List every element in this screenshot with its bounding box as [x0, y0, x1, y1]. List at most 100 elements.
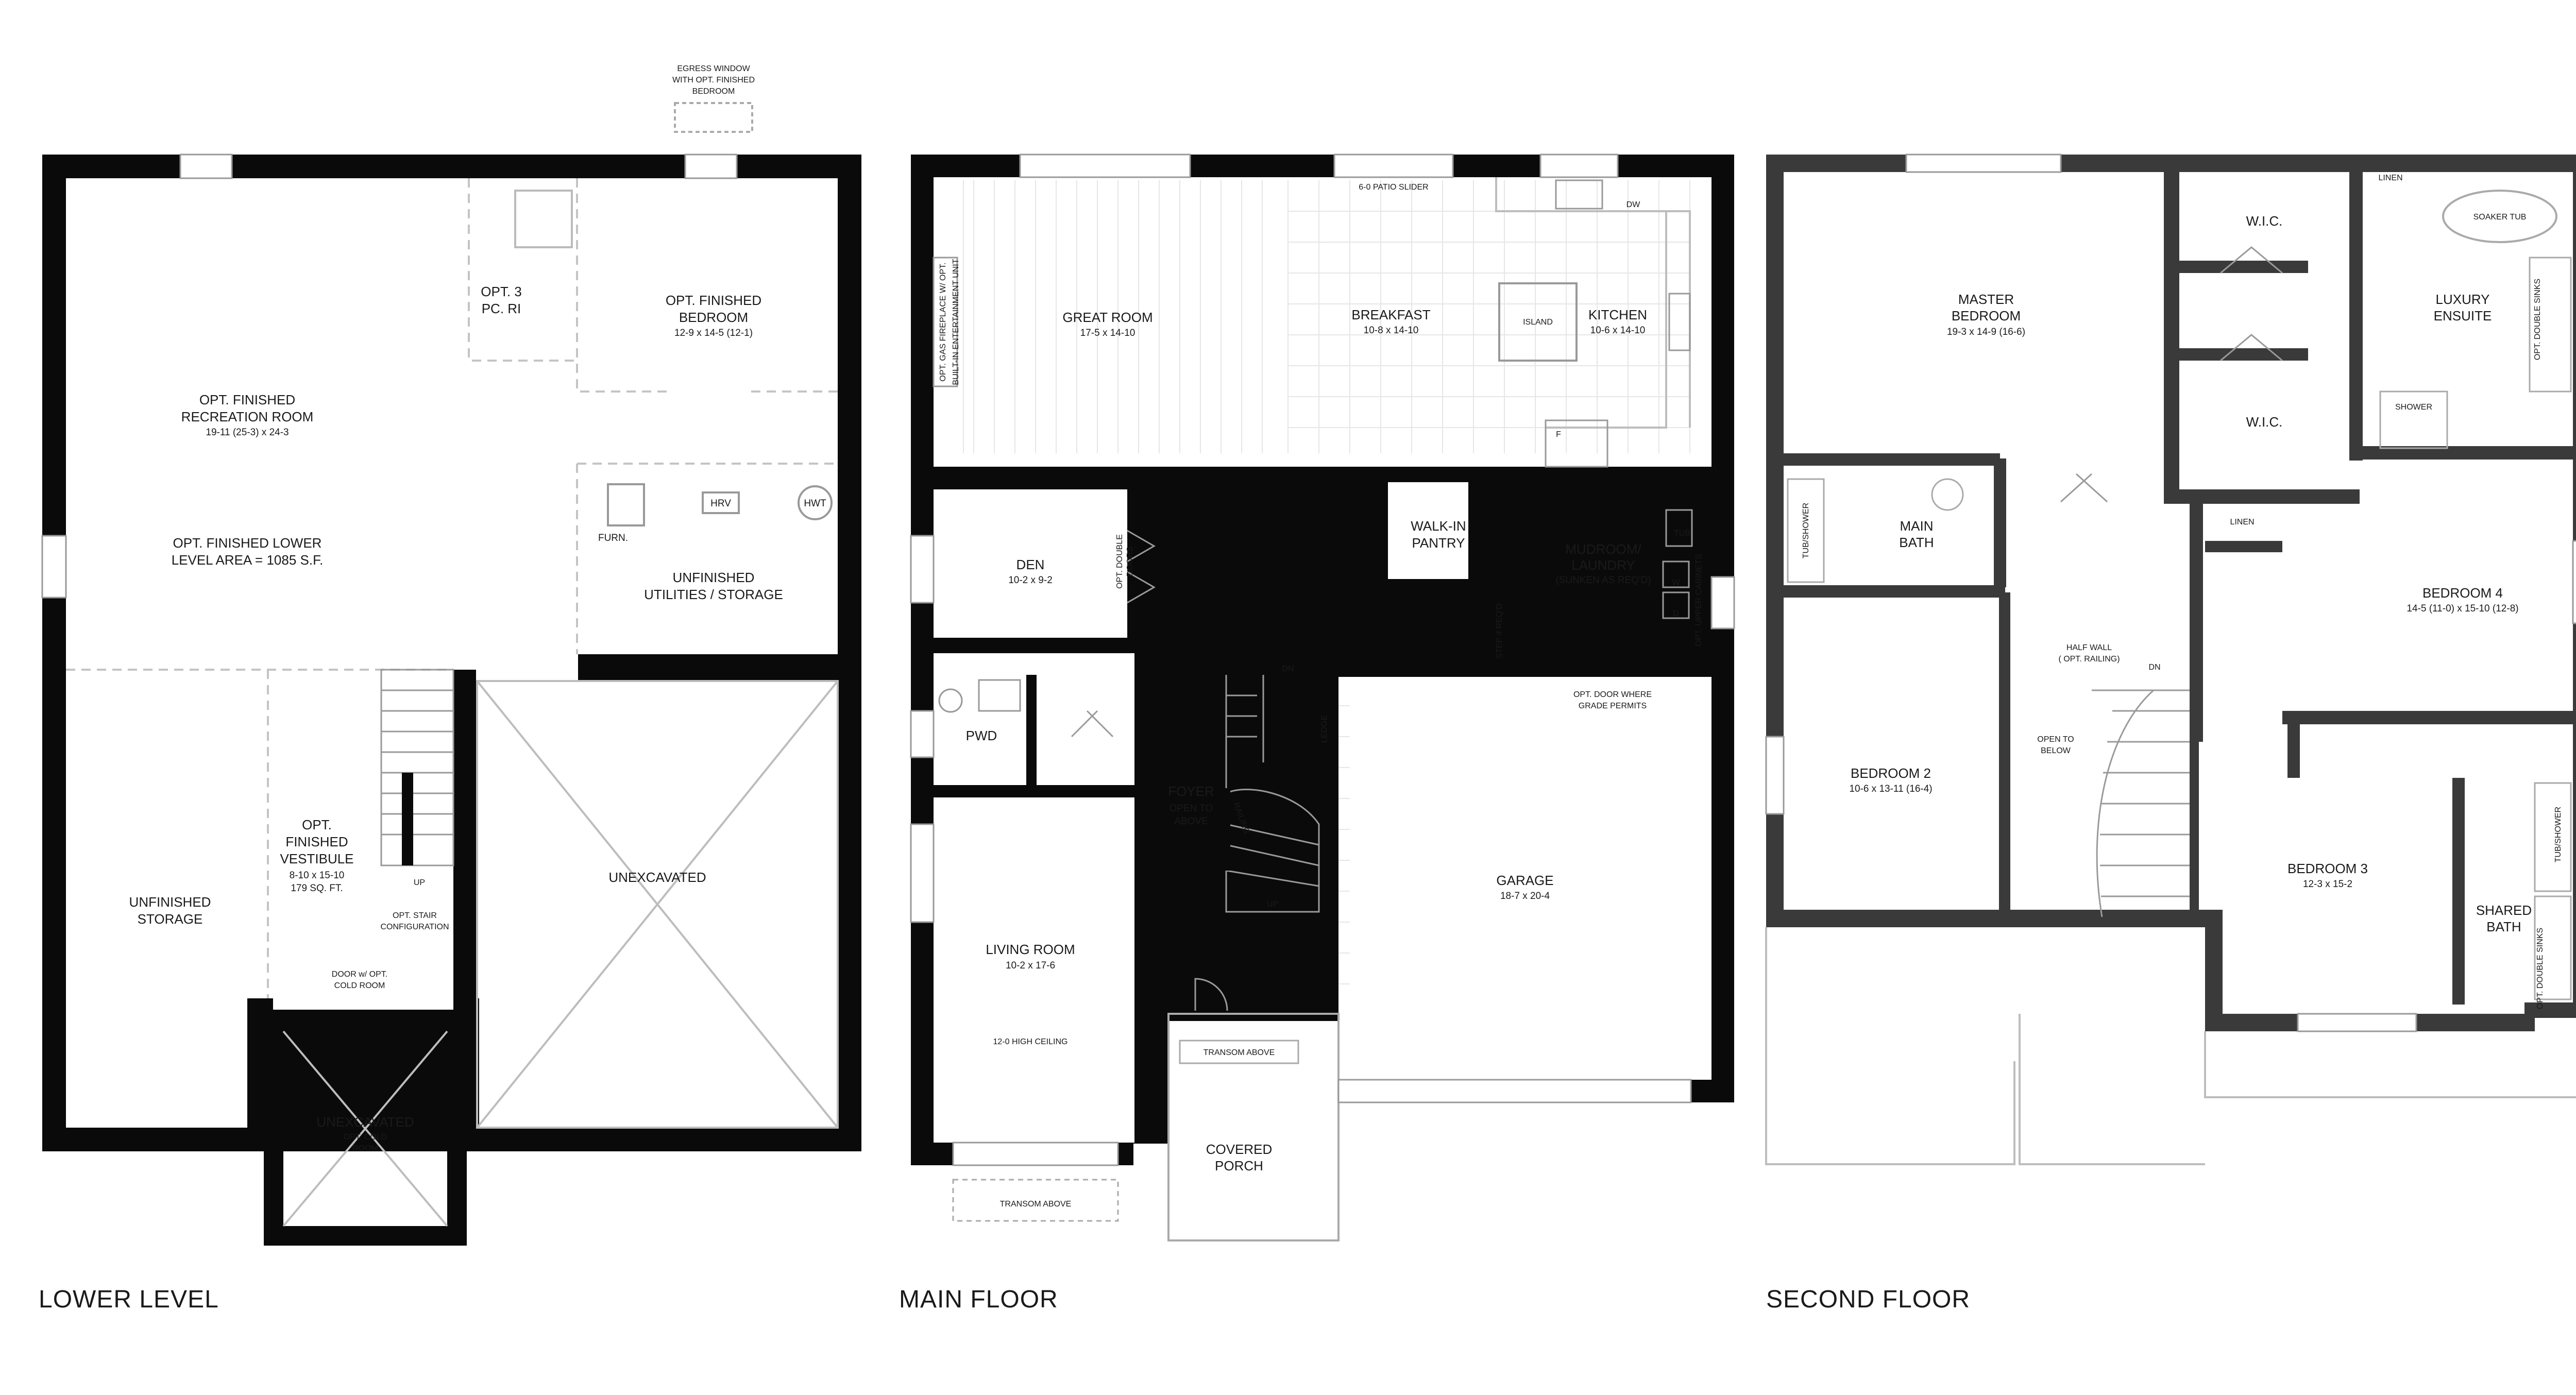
garage-dim: 18-7 x 20-4 — [1500, 891, 1550, 901]
mudroom-label-1: MUDROOM/ — [1565, 541, 1641, 557]
washer-label: W — [1672, 579, 1680, 587]
dryer-label: D — [1673, 609, 1679, 618]
halfwall-label-1: HALF WALL — [2066, 643, 2112, 652]
opt-door-label-2: GRADE PERMITS — [1579, 702, 1647, 710]
stair-config-2: CONFIGURATION — [380, 923, 449, 931]
second-wall-mainbath — [1994, 458, 2006, 587]
second-stair — [2092, 670, 2199, 917]
lower-pc-outline — [468, 178, 577, 362]
second-window-master — [1905, 154, 2062, 173]
hwt-label: HWT — [804, 498, 826, 509]
lower-partition — [453, 670, 476, 1010]
hrv-fixture — [702, 491, 740, 514]
second-roof-outline — [1765, 927, 2576, 1165]
main-wall-den-bottom — [934, 638, 1150, 653]
tubshower-2-label: TUB/SHOWER — [2554, 807, 2563, 862]
hrv-label: HRV — [710, 498, 731, 509]
lower-area-label-1: OPT. FINISHED LOWER — [173, 535, 322, 551]
upper-cabinets-label: OPT. UPPER CABINETS — [1694, 554, 1703, 647]
unexcavated-label: UNEXCAVATED — [608, 870, 706, 885]
main-wall-foyer-stair — [1251, 659, 1263, 757]
pc-label-1: OPT. 3 — [481, 284, 521, 299]
kitchen-island — [1498, 282, 1578, 362]
ensuite-vanity — [2529, 257, 2572, 393]
shared-bath-label-1: SHARED — [2476, 903, 2532, 918]
mainbath-sink — [1931, 478, 1964, 511]
main-floor-title: MAIN FLOOR — [899, 1286, 1058, 1313]
second-wall-bed4-bottom — [2282, 711, 2573, 724]
bed2-dim: 10-6 x 13-11 (16-4) — [1849, 784, 1932, 794]
egress-window-well — [674, 102, 753, 133]
cold-room-label-3: ROOM — [352, 1144, 378, 1153]
island-label: ISLAND — [1523, 318, 1553, 327]
lower-utility-wall — [578, 654, 838, 681]
den-doors-label-1: OPT. DOUBLE — [1115, 534, 1124, 589]
kitchen-sink — [1555, 179, 1603, 210]
patio-slider-label: 6-0 PATIO SLIDER — [1359, 183, 1428, 192]
pantry-label-2: PANTRY — [1412, 535, 1465, 551]
lower-bed-label-2: BEDROOM — [679, 310, 748, 325]
main-window-great — [1019, 154, 1191, 178]
fireplace-label-2: BUILT-IN ENTERTAINMENT UNIT — [952, 259, 960, 385]
main-window-pwd — [910, 710, 935, 758]
lower-area-label-2: LEVEL AREA = 1085 S.F. — [172, 552, 324, 568]
second-window-bed4 — [2572, 540, 2576, 624]
second-wall-master-right — [2164, 172, 2179, 502]
shower-label: SHOWER — [2395, 403, 2432, 412]
wic-1-label: W.I.C. — [2246, 213, 2283, 229]
living-transom — [952, 1179, 1119, 1222]
main-window-den — [910, 535, 935, 604]
living-transom-label: TRANSOM ABOVE — [1000, 1200, 1072, 1209]
second-wall-bed3-left — [2287, 721, 2300, 778]
second-wall-shared-left — [2452, 778, 2465, 1005]
open-below-label-1: OPEN TO — [2037, 735, 2074, 744]
unexcavated-outline — [476, 680, 839, 1129]
lower-bed-label-1: OPT. FINISHED — [666, 293, 761, 308]
linen-2-label: LINEN — [2230, 518, 2254, 526]
main-stair — [1222, 675, 1320, 913]
main-window-kitchen — [1539, 154, 1619, 178]
breakfast-label: BREAKFAST — [1351, 307, 1430, 322]
master-dim: 19-3 x 14-9 (16-6) — [1947, 327, 2025, 337]
lower-up-label: UP — [414, 878, 425, 887]
kitchen-dim: 10-6 x 14-10 — [1590, 325, 1646, 336]
den-label: DEN — [1016, 557, 1045, 572]
mainbath-label-2: BATH — [1899, 535, 1934, 550]
main-window-laundry — [1710, 576, 1735, 630]
wic-2-label: W.I.C. — [2246, 414, 2283, 430]
main-pantry-inner — [1388, 482, 1468, 579]
master-door — [2060, 473, 2108, 503]
second-window-bed3 — [2297, 1013, 2417, 1032]
bed4-dim: 14-5 (11-0) x 15-10 (12-8) — [2406, 603, 2518, 614]
furn-fixture — [607, 483, 645, 526]
master-label-1: MASTER — [1958, 292, 2014, 307]
cold-door-2: COLD ROOM — [334, 981, 385, 990]
storage-label-1: UNFINISHED — [129, 894, 211, 910]
tubshower-1-label: TUB/SHOWER — [1802, 503, 1810, 558]
unexcavated-cross — [476, 680, 839, 1129]
main-window-living — [910, 823, 935, 923]
shared-vanity — [2534, 895, 2572, 1000]
great-room-dim: 17-5 x 14-10 — [1080, 328, 1136, 338]
lower-level-plan: EGRESS WINDOW WITH OPT. FINISHED BEDROOM… — [39, 64, 861, 1313]
linen-1-label: LINEN — [2378, 174, 2402, 182]
pantry-label-1: WALK-IN — [1411, 518, 1466, 534]
main-wall-mud-left — [1510, 484, 1523, 587]
vestibule-sf: 179 SQ. FT. — [291, 883, 343, 894]
porch-label-2: PORCH — [1215, 1158, 1263, 1173]
fireplace — [933, 257, 958, 387]
main-wall-right-small — [1287, 155, 1302, 177]
second-wall-wic-mid — [2179, 348, 2308, 361]
laundry-tub — [1665, 509, 1693, 547]
second-dn-label: DN — [2148, 663, 2160, 672]
kitchen-label: KITCHEN — [1588, 307, 1647, 322]
lower-window-2 — [684, 154, 738, 179]
vestibule-label-1: OPT. — [302, 817, 332, 832]
second-wall-wic-right — [2349, 172, 2363, 461]
main-wall-living-top — [934, 785, 1150, 797]
pc-label-2: PC. RI — [482, 301, 521, 316]
main-wall-garage-top — [1329, 654, 1711, 677]
double-sinks-1-label: OPT. DOUBLE SINKS — [2533, 279, 2542, 360]
kitchen-counter — [1495, 177, 1691, 429]
